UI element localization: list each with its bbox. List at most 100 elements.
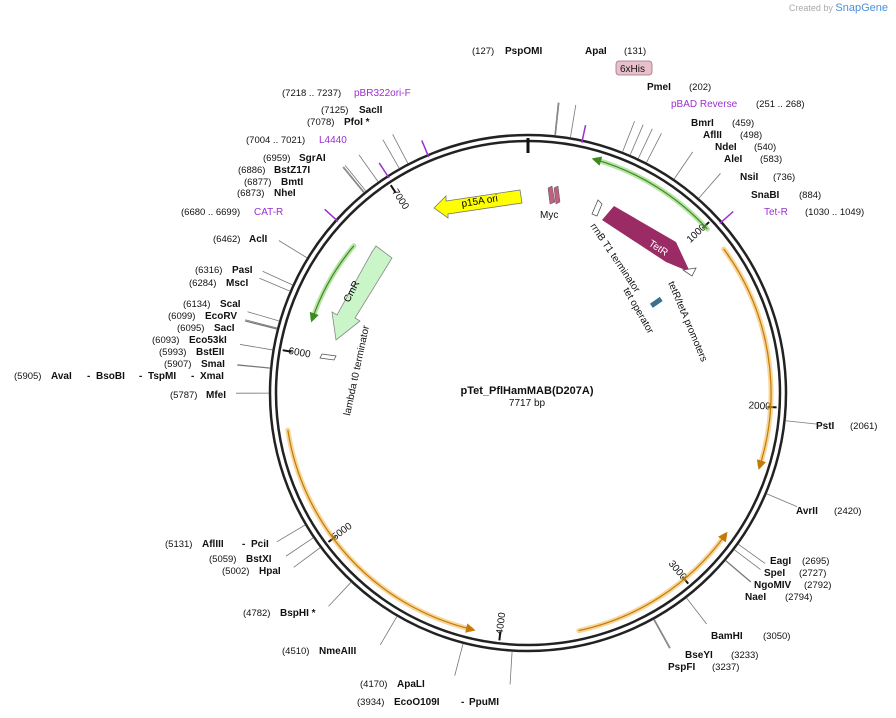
cmr-feature-arrow[interactable] — [331, 245, 393, 341]
site-aflii[interactable]: AflII — [703, 130, 722, 141]
lambda-terminator-icon — [319, 353, 337, 361]
site-pcii[interactable]: PciI — [251, 539, 269, 550]
site-leader-5 — [637, 128, 653, 159]
site-bstxi[interactable]: BstXI — [246, 554, 272, 565]
site-alei[interactable]: AleI — [724, 154, 743, 165]
site-labels-right: ApaI (131) PmeI (202) pBAD Reverse (251 … — [585, 46, 877, 673]
site-bmri[interactable]: BmrI — [691, 118, 714, 129]
site-pasi[interactable]: PasI — [232, 265, 253, 276]
site-avai[interactable]: AvaI — [51, 371, 72, 382]
primer-cat-r[interactable]: CAT-R — [254, 207, 283, 218]
site-pos-nhei: (6873) — [237, 188, 264, 199]
site-pos-msci: (6284) — [189, 278, 216, 289]
site-nsii[interactable]: NsiI — [740, 172, 759, 183]
site-pos-pmei: (202) — [689, 82, 711, 93]
orf-arrow-cmr[interactable] — [309, 245, 355, 323]
site-leader-19 — [454, 643, 464, 676]
plasmid-size: 7717 bp — [509, 398, 546, 409]
site-pos-nsii: (736) — [773, 172, 795, 183]
site-pos-bstz17i: (6886) — [238, 165, 265, 176]
site-pspomi[interactable]: PspOMI — [505, 46, 542, 57]
site-bmti[interactable]: BmtI — [281, 177, 303, 188]
site-nmeaiii[interactable]: NmeAIII — [319, 646, 356, 657]
site-bsphi[interactable]: BspHI * — [280, 608, 316, 619]
primer-mark-0 — [581, 124, 587, 143]
site-nhei[interactable]: NheI — [274, 188, 296, 199]
site-pfoi[interactable]: PfoI * — [344, 117, 370, 128]
site-pos-pspfi: (3237) — [712, 662, 739, 673]
site-leader-11 — [738, 543, 766, 564]
site-pmei[interactable]: PmeI — [647, 82, 671, 93]
orf-arrow-tetr[interactable] — [591, 156, 708, 230]
site-afliii[interactable]: AflIII — [202, 539, 224, 550]
backbone-outer — [268, 133, 788, 653]
site-mfei[interactable]: MfeI — [206, 390, 226, 401]
site-pos-scai: (6134) — [183, 299, 210, 310]
tick-label-7000: 7000 — [389, 187, 411, 212]
site-leader-28 — [240, 344, 273, 351]
site-msci[interactable]: MscI — [226, 278, 248, 289]
promoter-icon — [681, 267, 697, 277]
plasmid-name: pTet_PflHamMAB(D207A) — [460, 385, 593, 397]
p15a-ori-arrow[interactable] — [433, 189, 523, 219]
site-ndei[interactable]: NdeI — [715, 142, 737, 153]
primer-pbad-reverse[interactable]: pBAD Reverse — [671, 99, 738, 110]
primer-pbr322ori-f[interactable]: pBR322ori-F — [354, 88, 411, 99]
site-pos-eco53ki: (6093) — [152, 335, 179, 346]
site-ecorv[interactable]: EcoRV — [205, 311, 237, 322]
site-pos-aflii: (498) — [740, 130, 762, 141]
site-smai[interactable]: SmaI — [201, 359, 225, 370]
site-apali[interactable]: ApaLI — [397, 679, 425, 690]
site-bsteii[interactable]: BstEII — [196, 347, 225, 358]
site-acli[interactable]: AclI — [249, 234, 268, 245]
orf-arrow-1[interactable] — [723, 248, 772, 470]
site-pos-eagi: (2695) — [802, 556, 829, 567]
site-bstz17i[interactable]: BstZ17I — [274, 165, 310, 176]
site-ngomiv[interactable]: NgoMIV — [754, 580, 792, 591]
tetr-feature-arrow[interactable] — [602, 206, 690, 272]
site-pos-saci: (6095) — [177, 323, 204, 334]
site-spei[interactable]: SpeI — [764, 568, 785, 579]
site-leader-21 — [328, 581, 352, 607]
site-avrii[interactable]: AvrII — [796, 506, 818, 517]
site-apai[interactable]: ApaI — [585, 46, 607, 57]
tick-7000 — [389, 184, 397, 194]
site-naei[interactable]: NaeI — [745, 592, 766, 603]
site-leader-18 — [509, 651, 513, 685]
site-snabi[interactable]: SnaBI — [751, 190, 780, 201]
site-bseyi[interactable]: BseYI — [685, 650, 713, 661]
site-leader-7 — [673, 151, 694, 180]
site-bamhi[interactable]: BamHI — [711, 631, 743, 642]
site-sacii[interactable]: SacII — [359, 105, 383, 116]
site-leader-2 — [570, 104, 577, 138]
site-xmai[interactable]: XmaI — [200, 371, 224, 382]
site-scai[interactable]: ScaI — [220, 299, 241, 310]
site-leader-23 — [285, 537, 314, 557]
created-by-text: Created by — [788, 3, 833, 13]
site-eco53ki[interactable]: Eco53kI — [189, 335, 227, 346]
site-eagi[interactable]: EagI — [770, 556, 791, 567]
site-leader-34 — [262, 270, 293, 286]
site-sgrai[interactable]: SgrAI — [299, 153, 326, 164]
site-pos-smai: (5907) — [164, 359, 191, 370]
primer-l4440[interactable]: L4440 — [319, 135, 347, 146]
site-leader-29 — [244, 320, 278, 330]
primer-tet-r[interactable]: Tet-R — [764, 207, 788, 218]
site-bsobi[interactable]: BsoBI — [96, 371, 125, 382]
orf-arrow-2[interactable] — [578, 531, 728, 632]
site-ppumi[interactable]: PpuMI — [469, 697, 499, 708]
site-pos-avrii: (2420) — [834, 506, 861, 517]
site-saci[interactable]: SacI — [214, 323, 235, 334]
primer-mark-4 — [421, 140, 430, 158]
site-tspmi[interactable]: TspMI — [148, 371, 176, 382]
site-labels-left: (127) PspOMI (7218 .. 7237) pBR322ori-F … — [14, 46, 542, 708]
primer-mark-2 — [324, 208, 339, 222]
snapgene-branding: Created by SnapGene — [789, 2, 888, 14]
orf-arrow-3[interactable] — [287, 429, 476, 633]
site-pspfi[interactable]: PspFI — [668, 662, 695, 673]
site-ecoo109i[interactable]: EcoO109I — [394, 697, 440, 708]
site-psti[interactable]: PstI — [816, 421, 835, 432]
orf-arrows — [285, 156, 774, 634]
site-hpai[interactable]: HpaI — [259, 566, 281, 577]
